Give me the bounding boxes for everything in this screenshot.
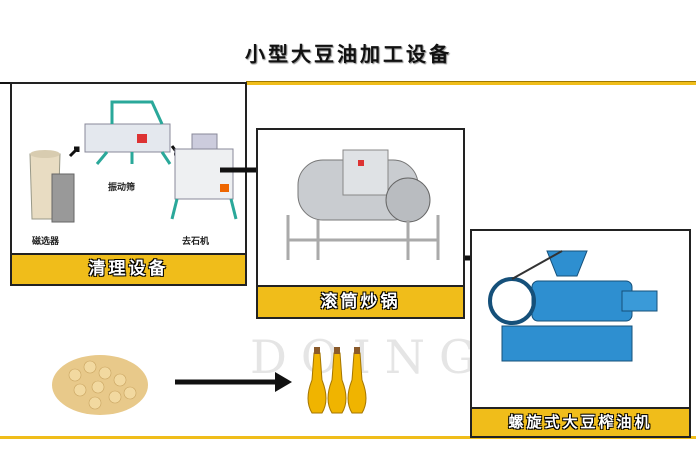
magnetic-separator-image xyxy=(29,150,75,223)
stage-label-roaster: 滚筒炒锅 xyxy=(258,285,463,317)
label-destoner: 去石机 xyxy=(182,237,210,247)
stage-label-cleaning: 清理设备 xyxy=(12,253,245,284)
cleaning-machines-illustration xyxy=(29,100,238,223)
label-magnetic-separator: 磁选器 xyxy=(32,237,60,247)
stage-press: 螺旋式大豆榨油机 xyxy=(470,229,691,438)
oil-bottles-image xyxy=(307,347,367,414)
watermark: DOING xyxy=(250,330,490,384)
arrow-beans-to-oil xyxy=(175,372,292,392)
destoner-image xyxy=(170,133,238,220)
vibrating-screen-image xyxy=(84,100,172,165)
label-vibrating-screen: 振动筛 xyxy=(108,183,136,193)
soybeans-image xyxy=(52,355,148,415)
top-rule-yellow xyxy=(246,81,696,85)
drum-roaster-image xyxy=(286,149,440,260)
stage-cleaning: 磁选器 振动筛 去石机 清理设备 xyxy=(10,82,247,286)
arrow-icon xyxy=(68,146,80,158)
stage-roaster: 滚筒炒锅 xyxy=(256,128,465,319)
screw-oil-press-image xyxy=(488,250,658,362)
stage-label-press: 螺旋式大豆榨油机 xyxy=(472,407,689,436)
bottom-rule xyxy=(0,436,696,439)
page-title: 小型大豆油加工设备 xyxy=(245,42,452,66)
